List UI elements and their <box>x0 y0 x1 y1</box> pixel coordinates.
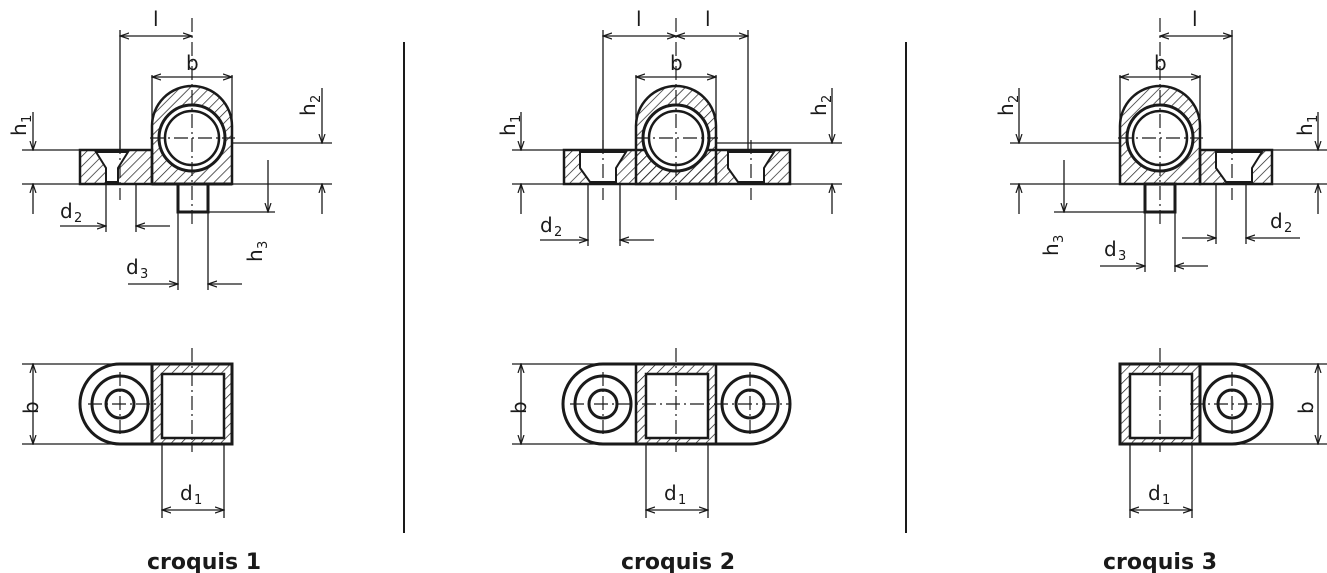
sketch-3-label-h1-sub: 1 <box>1306 115 1321 123</box>
sketch-3-label-h3-sub: 3 <box>1052 235 1067 243</box>
sketch-3-label-h2: h <box>994 103 1018 116</box>
sketch-3-label-d3: d <box>1104 237 1117 261</box>
sketch-2-label-h2: h <box>807 103 831 116</box>
sketch-3-label-b-plan: b <box>1294 401 1318 414</box>
sketch-3-label-h1: h <box>1293 123 1317 136</box>
sketch-1: l b h 1 h 2 h 3 d 2 d 3 <box>7 7 332 573</box>
sketch-1-label-d1: d <box>180 481 193 505</box>
sketch-1-label-h2-sub: 2 <box>309 95 324 103</box>
sketch-2: l l b h 1 h 2 d 2 <box>496 7 842 573</box>
sketch-3-label-d2-sub: 2 <box>1284 221 1292 236</box>
sketch-2-caption: croquis 2 <box>621 550 735 573</box>
sketch-1-label-h1: h <box>7 123 31 136</box>
sketch-1-elevation: l b h 1 h 2 h 3 d 2 d 3 <box>7 7 332 290</box>
sketch-1-label-d3: d <box>126 255 139 279</box>
sketch-2-label-l-right: l <box>705 7 711 31</box>
sketch-2-label-h2-sub: 2 <box>820 95 835 103</box>
sketch-1-label-d3-sub: 3 <box>140 267 148 282</box>
sketch-3-label-d2: d <box>1270 209 1283 233</box>
sketch-3: l b h 2 h 1 h 3 d 2 d 3 <box>994 7 1327 573</box>
sketch-2-label-d1-sub: 1 <box>678 493 686 508</box>
sketch-3-plan: b d 1 <box>1118 348 1327 518</box>
sketch-2-label-h1-sub: 1 <box>509 115 524 123</box>
sketch-1-label-d2: d <box>60 199 73 223</box>
sketch-1-label-d1-sub: 1 <box>194 493 202 508</box>
sketch-3-label-h3: h <box>1039 243 1063 256</box>
sketch-3-label-d3-sub: 3 <box>1118 249 1126 264</box>
sketch-2-label-h1: h <box>496 123 520 136</box>
sketch-3-elevation: l b h 2 h 1 h 3 d 2 d 3 <box>994 7 1327 272</box>
sketch-2-plan: b d 1 <box>507 348 792 518</box>
sketch-1-plan: b d 1 <box>19 348 234 518</box>
sketch-2-label-b-plan: b <box>507 401 531 414</box>
sketch-2-label-d2: d <box>540 213 553 237</box>
sketch-1-label-h3-sub: 3 <box>256 241 271 249</box>
sketch-1-label-d2-sub: 2 <box>74 211 82 226</box>
sketch-1-label-h3: h <box>243 249 267 262</box>
sketch-2-elevation: l l b h 1 h 2 d 2 <box>496 7 842 246</box>
sketch-1-label-b-plan: b <box>19 401 43 414</box>
sketch-3-caption: croquis 3 <box>1103 550 1217 573</box>
sketch-3-label-h2-sub: 2 <box>1007 95 1022 103</box>
sketch-3-label-b: b <box>1154 51 1167 75</box>
sketch-3-label-d1: d <box>1148 481 1161 505</box>
sketch-1-label-h1-sub: 1 <box>20 115 35 123</box>
sketch-2-label-d1: d <box>664 481 677 505</box>
sketch-1-caption: croquis 1 <box>147 550 261 573</box>
sketch-2-label-l-left: l <box>636 7 642 31</box>
sketch-2-label-d2-sub: 2 <box>554 225 562 240</box>
sketch-1-label-l: l <box>153 7 159 31</box>
sketch-3-label-d1-sub: 1 <box>1162 493 1170 508</box>
sketch-3-label-l: l <box>1192 7 1198 31</box>
sketch-1-label-h2: h <box>296 103 320 116</box>
sketch-1-label-b: b <box>186 51 199 75</box>
sketch-2-label-b: b <box>670 51 683 75</box>
